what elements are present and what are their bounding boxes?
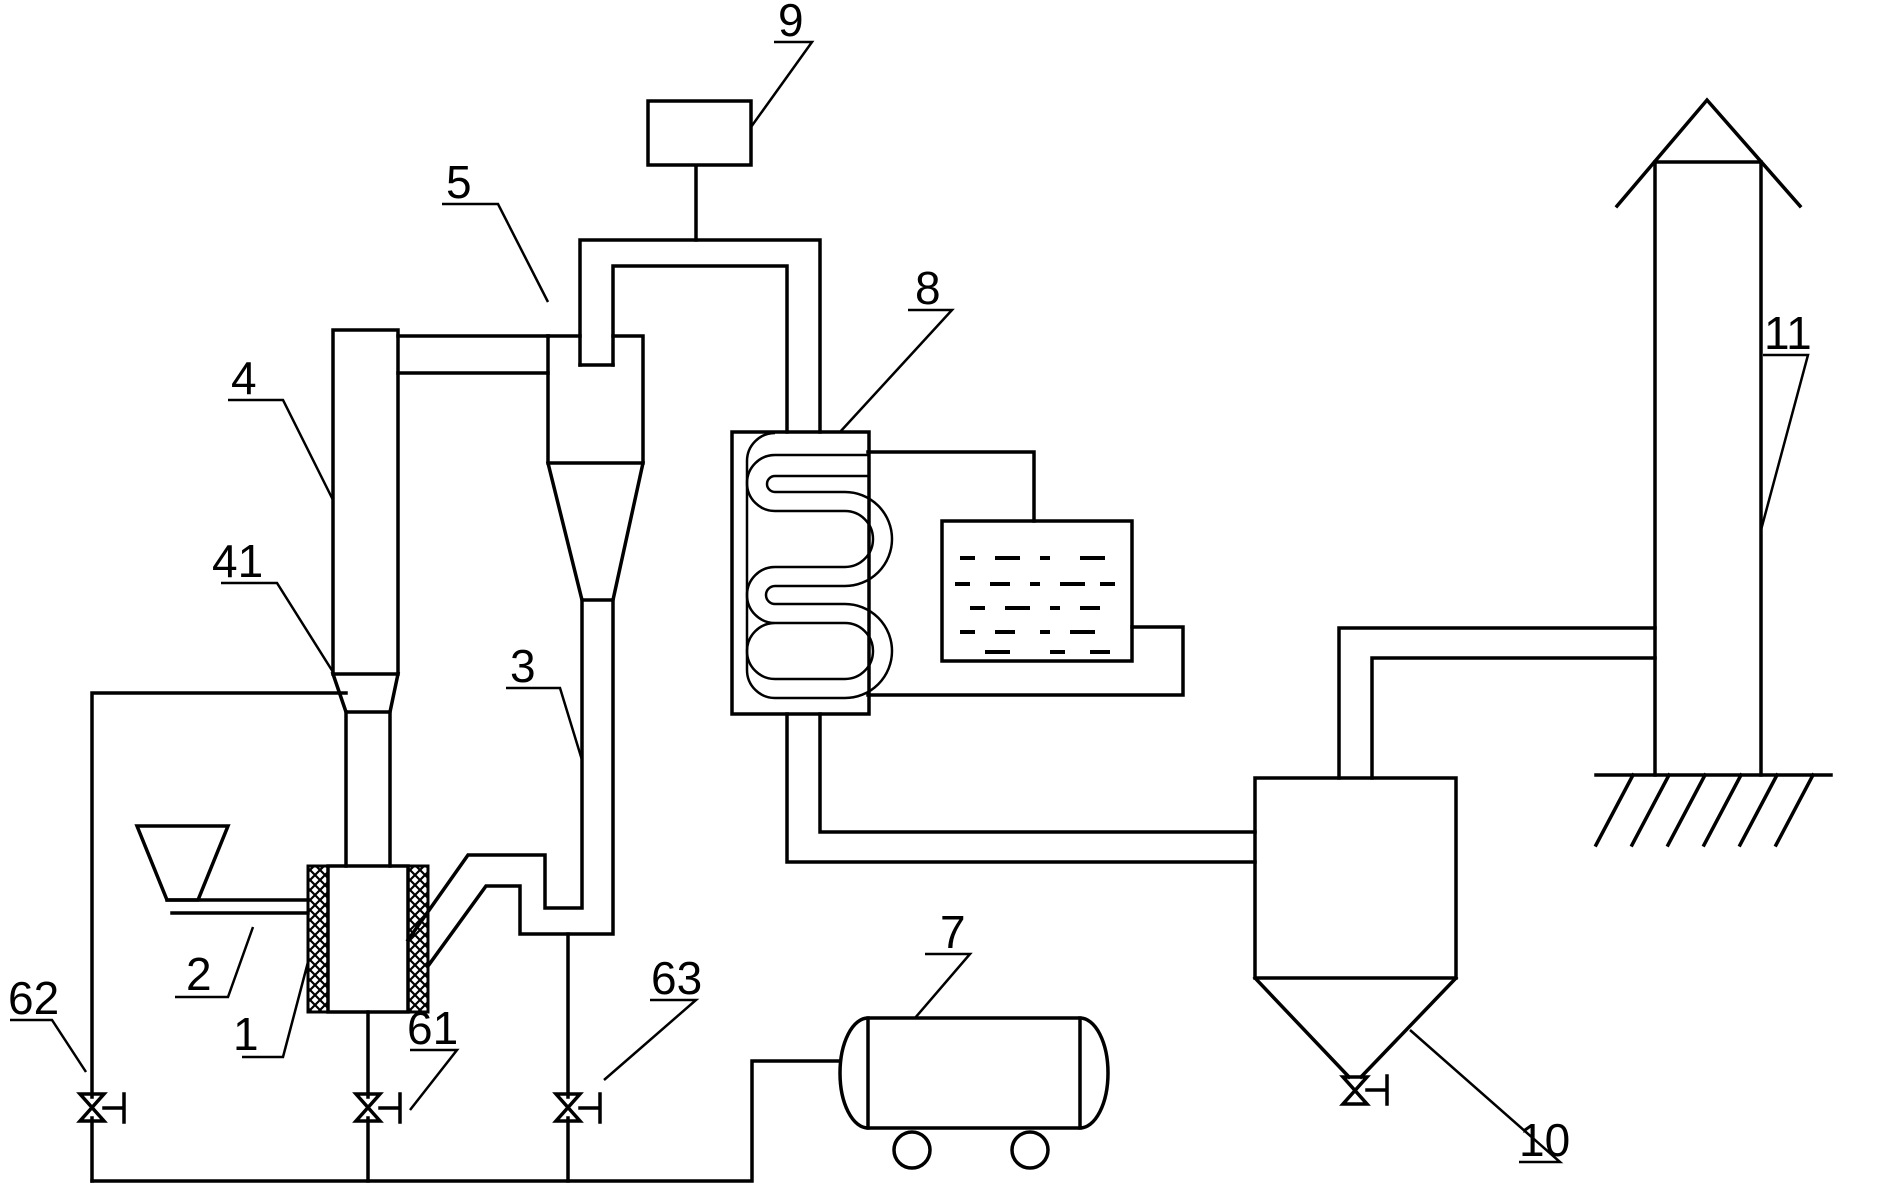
stack-11 [1593,97,1833,848]
cyclone-5 [545,334,646,602]
label-1: 1 [233,1008,259,1060]
label-10: 10 [1519,1114,1570,1166]
valve-63[interactable] [552,1092,602,1124]
condenser-8 [730,430,894,716]
valve-61[interactable] [352,1092,402,1124]
label-5: 5 [446,156,472,208]
feed-hopper [134,824,231,902]
label-8: 8 [915,262,941,314]
valve-10[interactable] [1339,1074,1389,1106]
label-4: 4 [231,352,257,404]
leader-lines [10,40,1810,1164]
column-4 [331,328,400,676]
screw-feeder [165,898,310,915]
label-63: 63 [651,952,702,1004]
label-3: 3 [510,640,536,692]
label-9: 9 [778,0,804,46]
gas-outlet-pipe [578,164,822,434]
label-11: 11 [1764,307,1812,359]
separator-41 [330,672,401,714]
labels: 1 2 3 4 41 5 61 62 63 7 8 9 10 11 [8,0,1812,1166]
gas-distribution-lines [90,691,842,1183]
return-leg-3 [405,598,615,969]
valve-62[interactable] [76,1092,126,1124]
condenser-outlet-pipe [785,712,1257,864]
top-duct [396,334,550,375]
air-tank-7 [838,1016,1110,1170]
collector-10 [1252,776,1459,1080]
instrument-box-9 [646,99,753,167]
label-7: 7 [940,906,966,958]
label-61: 61 [407,1002,458,1054]
label-41: 41 [212,535,263,587]
label-2: 2 [186,948,212,1000]
coolant-tank [866,450,1185,697]
label-62: 62 [8,972,59,1024]
stack-feed-pipe [1337,626,1657,780]
riser-pipe [344,710,392,868]
